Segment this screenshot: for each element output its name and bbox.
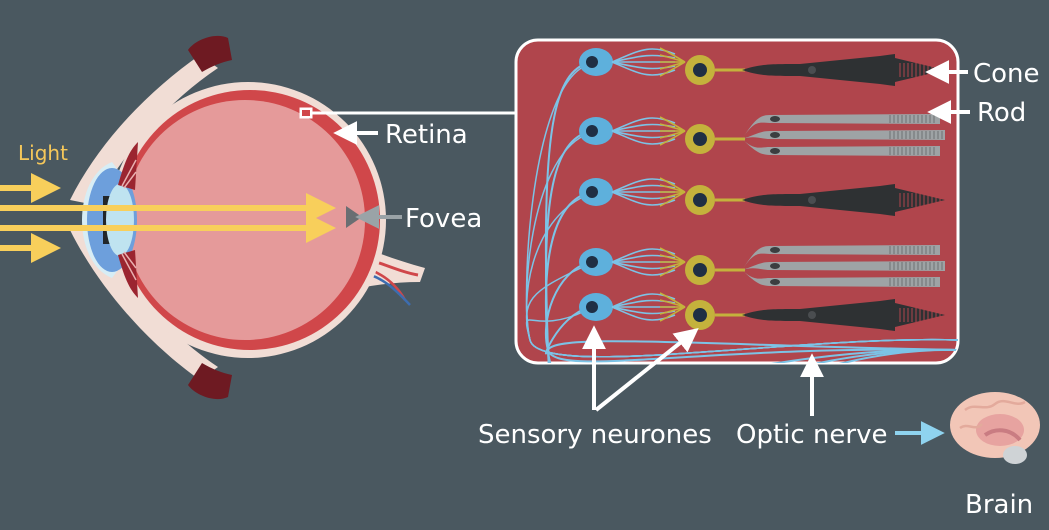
cornea	[82, 162, 118, 278]
nerve-fibers	[525, 61, 958, 363]
retina-cell-row	[579, 114, 945, 156]
lower-eyelid-tip	[188, 363, 232, 400]
cone-label: Cone	[973, 59, 1040, 89]
retina-cell-row	[579, 245, 945, 287]
retina-label: Retina	[385, 120, 468, 150]
rod-cell	[742, 261, 945, 271]
eyeball	[125, 100, 365, 340]
ciliary-muscle-bottom	[118, 250, 138, 298]
fovea-label: Fovea	[405, 204, 482, 234]
rod-cell	[742, 270, 940, 287]
rod-cell	[742, 245, 940, 270]
rod-label: Rod	[977, 98, 1026, 128]
cone-cell	[742, 184, 945, 216]
light-label: Light	[18, 141, 68, 165]
retina-closeup-panel	[514, 38, 960, 365]
retina-cell-row	[579, 292, 945, 331]
retina-cell-row	[579, 177, 945, 216]
rod-cell	[742, 130, 945, 140]
light-rays: Light	[0, 141, 336, 263]
retina-cell-row	[579, 47, 945, 86]
brain-label: Brain	[965, 490, 1033, 520]
ciliary-muscle-top	[118, 142, 138, 190]
rod-cell	[742, 139, 940, 156]
cone-cell	[742, 299, 945, 331]
upper-eyelid-tip	[188, 35, 232, 72]
brain-icon	[950, 392, 1040, 464]
sensory-pointer-bipolar	[594, 328, 699, 412]
optic-nerve-label: Optic nerve	[736, 420, 888, 450]
fovea-pit	[346, 206, 362, 228]
lens	[106, 184, 134, 256]
eye-illustration	[70, 35, 425, 400]
sensory-neurones-label: Sensory neurones	[478, 420, 712, 450]
